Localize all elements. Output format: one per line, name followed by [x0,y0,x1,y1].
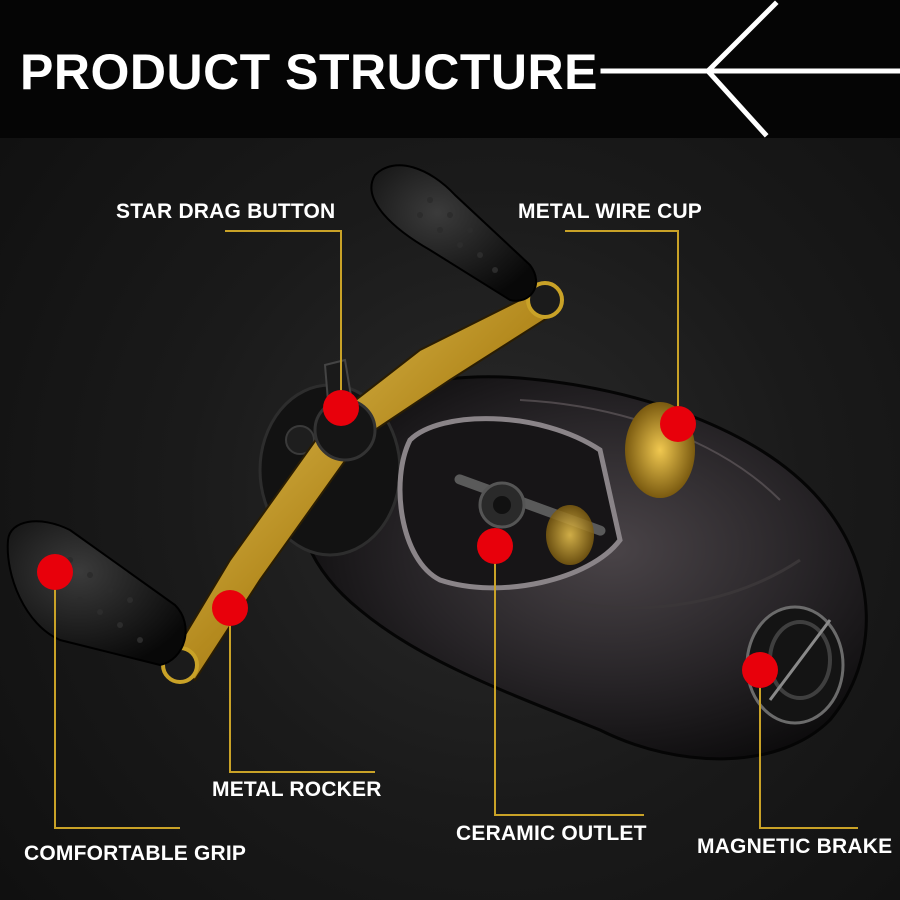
lower-grip-knob [6,520,187,667]
upper-grip-knob [370,164,537,302]
label-magnetic-brake: MAGNETIC BRAKE [697,835,893,858]
page-title: PRODUCT STRUCTURE [20,44,598,100]
leader-grip [54,572,180,829]
label-metal-wire-cup: METAL WIRE CUP [518,200,703,223]
arrow-decoration-icon [600,0,900,138]
marker-magnetic-brake [742,652,778,688]
label-ceramic-outlet: CERAMIC OUTLET [456,822,647,845]
line-guide [397,416,623,591]
header-banner: PRODUCT STRUCTURE [0,0,900,138]
marker-wire-cup [660,406,696,442]
marker-metal-rocker [212,590,248,626]
leader-outlet [494,546,644,816]
brake-dial [745,605,845,725]
marker-comfortable-grip [37,554,73,590]
label-comfortable-grip: COMFORTABLE GRIP [24,842,247,865]
leader-star-drag [225,230,342,408]
marker-star-drag [323,390,359,426]
leader-rocker [229,608,375,773]
label-star-drag-button: STAR DRAG BUTTON [116,200,336,223]
marker-ceramic-outlet [477,528,513,564]
leader-wire-cup [565,230,679,424]
leader-brake [759,670,858,829]
label-metal-rocker: METAL ROCKER [212,778,382,801]
